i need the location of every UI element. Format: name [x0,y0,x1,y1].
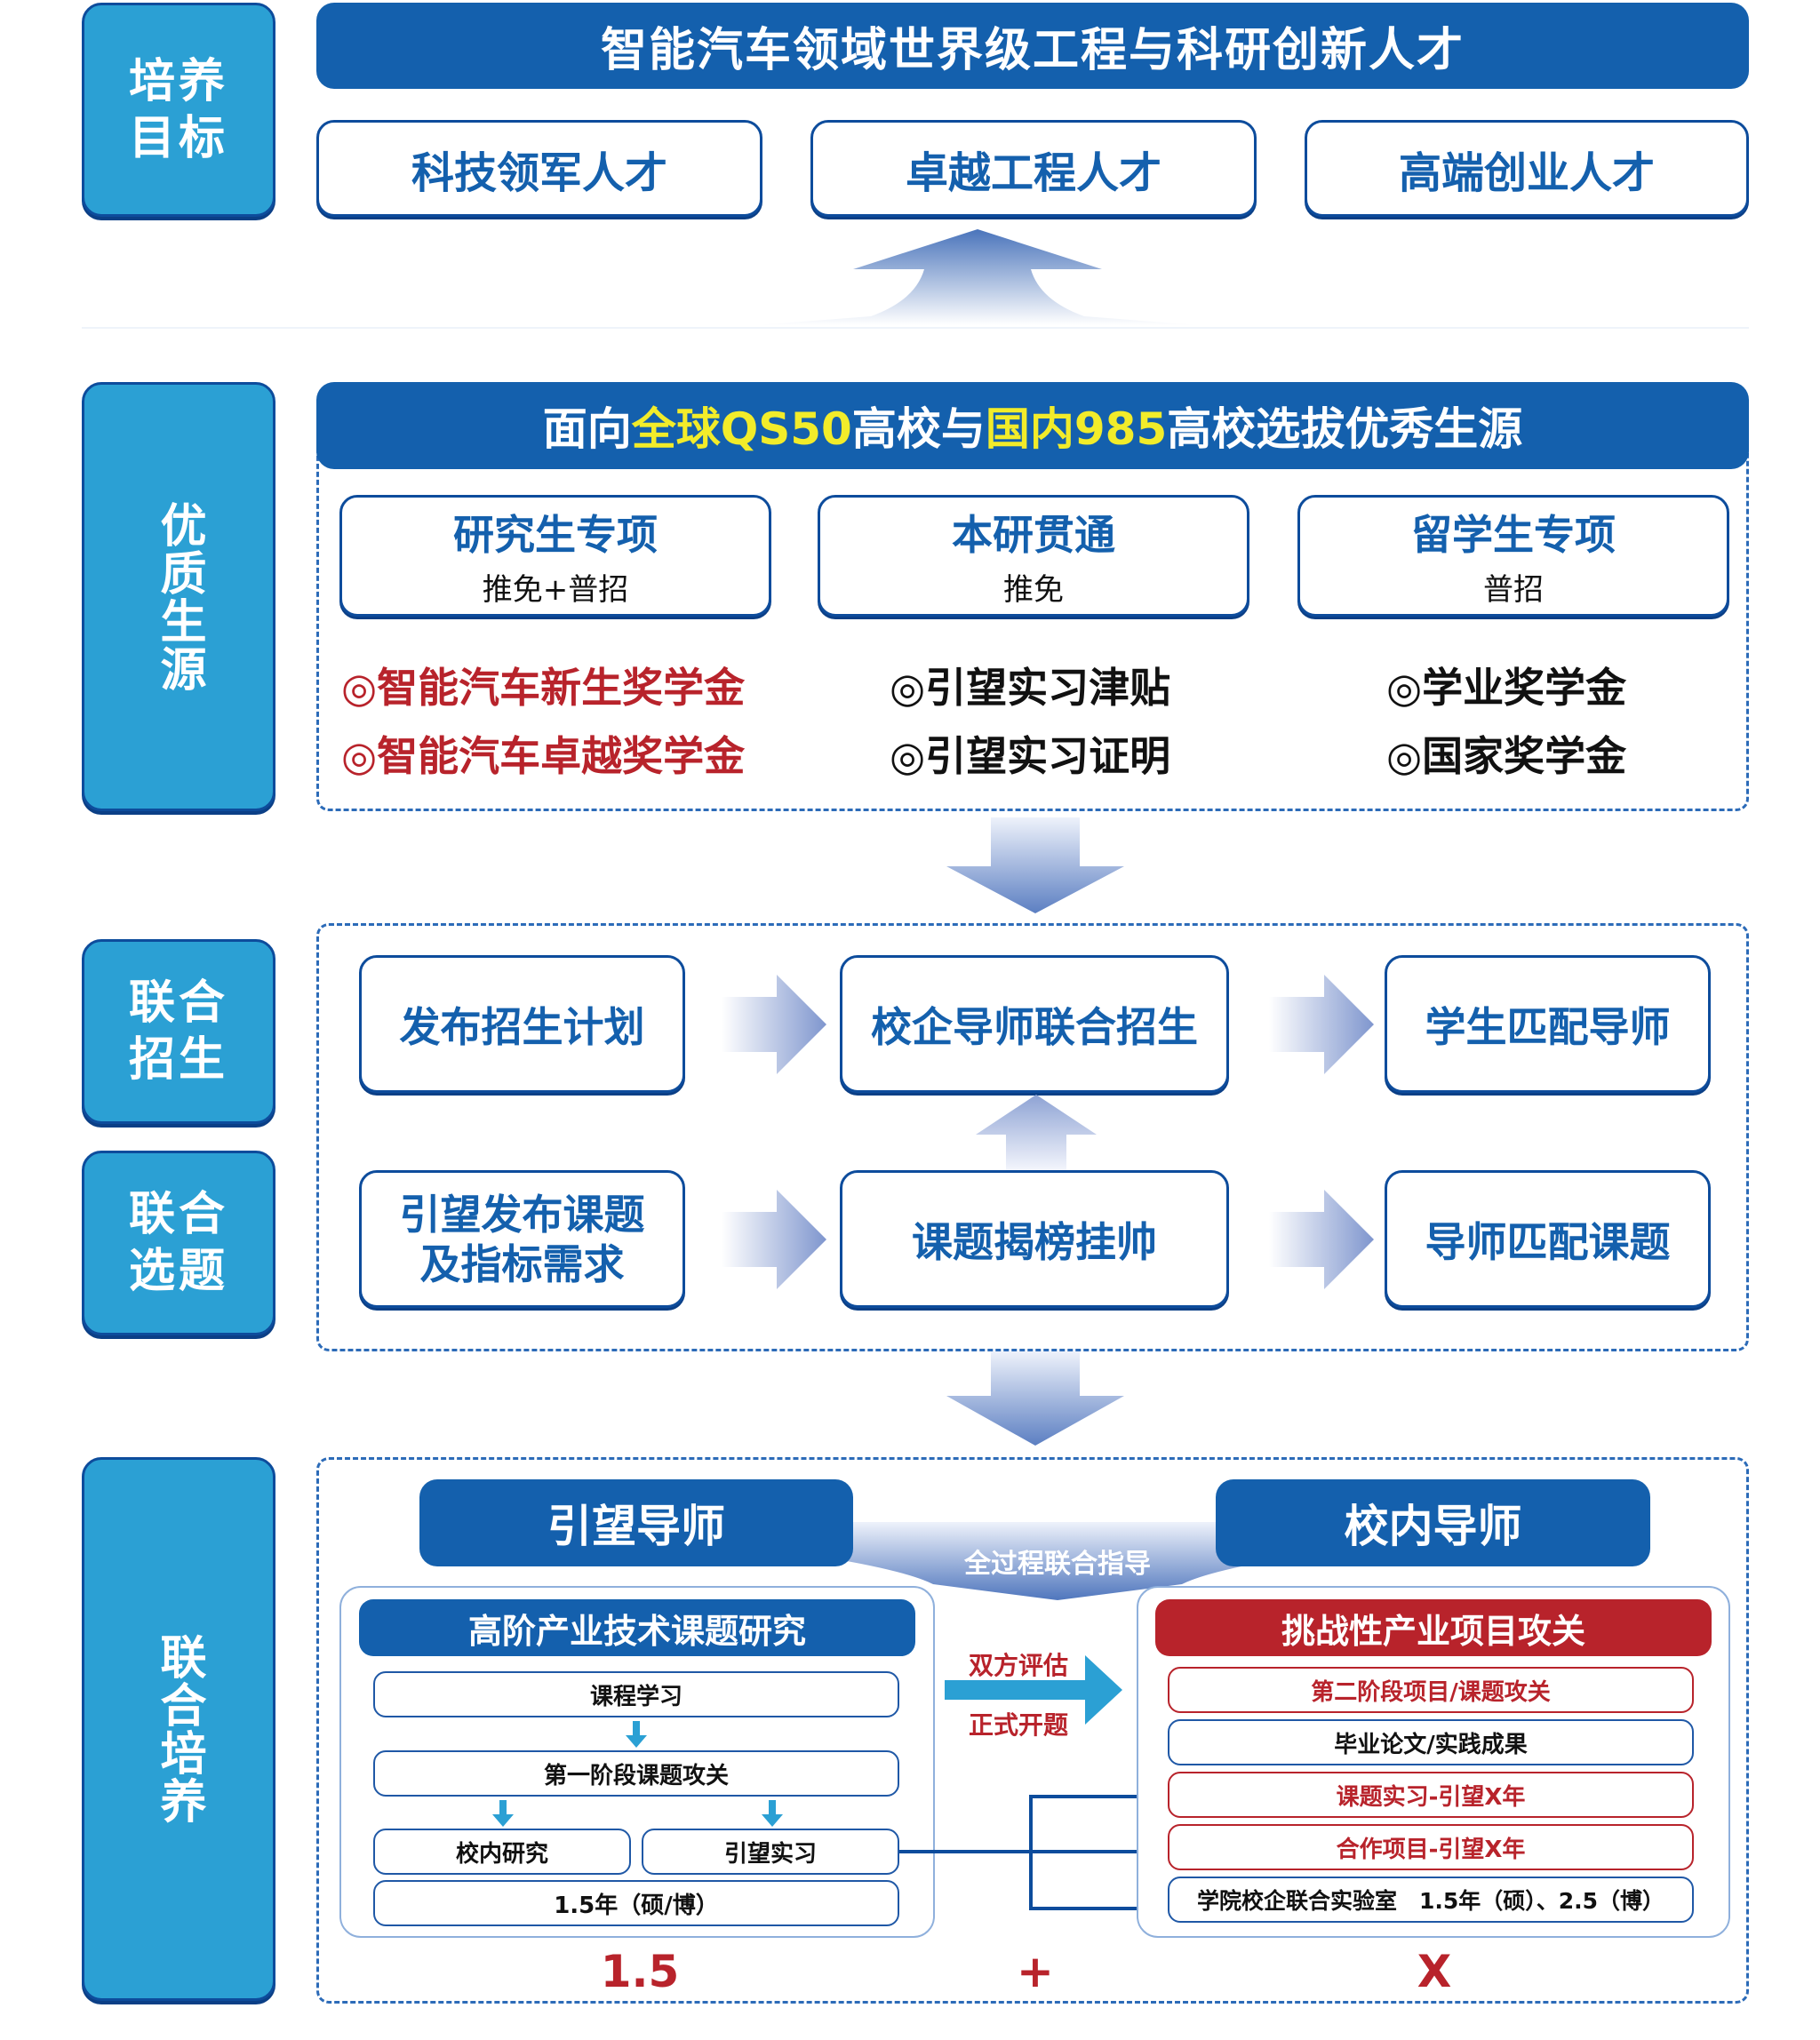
goal-banner: 智能汽车领域世界级工程与科研创新人才 [316,3,1749,89]
section-divider [82,327,1749,329]
industry-intern-box: 引望实习 [642,1829,899,1875]
course-box: 课程学习 [373,1671,899,1717]
banner-suffix: 高校选拔优秀生源 [1167,403,1523,455]
sidebar-label-text: 优质生源 [152,500,205,693]
banner-mid: 高校与 [851,403,986,455]
talent-box: 科技领军人才 [316,120,762,217]
training-container [316,1457,1749,2004]
right-arrow-icon [722,1190,826,1289]
project-card-title: 挑战性产业项目攻关 [1155,1599,1712,1656]
step-label: 课题揭榜挂帅 [912,1217,1157,1266]
scholarship-item: ◎国家奖学金 [1386,732,1627,780]
formula-right: X [1417,1946,1452,1997]
mentor-industry: 引望导师 [419,1479,853,1566]
program-card: 研究生专项 推免+普招 [339,495,771,617]
step-box: 导师匹配课题 [1385,1170,1711,1308]
right-arrow-icon [1269,975,1374,1074]
formula-left: 1.5 [600,1946,680,1997]
talent-box: 高端创业人才 [1305,120,1749,217]
step-label: 引望发布课题 [399,1190,645,1239]
sidebar-label-line: 选题 [128,1245,228,1298]
research-card-title: 高阶产业技术课题研究 [359,1599,915,1656]
connector-lines [899,1788,1173,1917]
thesis-box: 毕业论文/实践成果 [1168,1719,1694,1765]
down-arrow-icon [492,1800,514,1827]
sidebar-label-line: 联合 [128,976,228,1030]
right-arrow-icon [1269,1190,1374,1289]
scholarship-item: ◎引望实习证明 [890,732,1171,780]
sidebar-label-text: 联合培养 [152,1633,205,1825]
guidance-label: 全过程联合指导 [964,1549,1151,1580]
formula-op: + [1017,1946,1054,1997]
transition-top-label: 双方评估 [969,1651,1069,1680]
step-label: 校企导师联合招生 [871,1002,1198,1051]
mentor-label: 校内导师 [1344,1501,1522,1552]
right-arrow-icon [945,1655,1122,1725]
down-arrow-icon [946,817,1124,913]
stage2-box: 第二阶段项目/课题攻关 [1168,1667,1694,1713]
down-arrow-icon [626,1721,647,1748]
sidebar-label-source: 优质生源 [82,382,275,811]
step-box: 学生匹配导师 [1385,955,1711,1093]
joint-lab-box: 学院校企联合实验室 1.5年（硕）、2.5（博） [1168,1877,1694,1923]
scholarship-item: ◎智能汽车卓越奖学金 [341,732,746,780]
up-arrow-icon [976,1095,1097,1170]
transition-bottom-label: 正式开题 [969,1710,1069,1740]
talent-label: 卓越工程人才 [905,147,1161,198]
card-title-text: 高阶产业技术课题研究 [467,1611,806,1651]
step-box: 引望发布课题 及指标需求 [359,1170,685,1308]
program-card: 本研贯通 推免 [818,495,1249,617]
sidebar-label-recruit: 联合 招生 [82,939,275,1124]
talent-label: 高端创业人才 [1398,147,1655,198]
topic-intern-box: 课题实习-引望X年 [1168,1772,1694,1818]
step-box: 发布招生计划 [359,955,685,1093]
guidance-arrow-icon [826,1522,1289,1600]
program-title: 研究生专项 [453,511,658,559]
goal-banner-text: 智能汽车领域世界级工程与科研创新人才 [600,24,1465,77]
scholarship-item: ◎学业奖学金 [1386,664,1627,712]
talent-label: 科技领军人才 [411,147,667,198]
step-box: 课题揭榜挂帅 [840,1170,1229,1308]
program-sub: 普招 [1483,572,1544,608]
scholarship-item: ◎引望实习津贴 [890,664,1171,712]
sidebar-label-training: 联合培养 [82,1457,275,2001]
step-label: 导师匹配课题 [1425,1217,1671,1266]
talent-box: 卓越工程人才 [810,120,1257,217]
program-title: 本研贯通 [952,511,1115,559]
scholarship-item: ◎智能汽车新生奖学金 [341,664,746,712]
down-arrow-icon [762,1800,783,1827]
program-sub: 推免 [1003,572,1064,608]
joint-container [316,923,1749,1351]
step-label: 发布招生计划 [399,1002,645,1051]
step-label: 及指标需求 [419,1239,625,1288]
sidebar-label-line: 培养 [128,54,228,108]
banner-highlight-qs50: 全球QS50 [631,403,852,455]
mentor-campus: 校内导师 [1216,1479,1650,1566]
banner-highlight-985: 国内985 [985,403,1168,455]
sidebar-label-line: 目标 [128,111,228,165]
right-arrow-icon [722,975,826,1074]
up-arrow-icon [755,229,1200,325]
campus-research-box: 校内研究 [373,1829,631,1875]
card-title-text: 挑战性产业项目攻关 [1281,1611,1585,1651]
program-title: 留学生专项 [1411,511,1616,559]
stage1-box: 第一阶段课题攻关 [373,1750,899,1797]
banner-prefix: 面向 [542,403,632,455]
coop-project-box: 合作项目-引望X年 [1168,1824,1694,1870]
sidebar-label-topic: 联合 选题 [82,1151,275,1335]
sidebar-label-line: 联合 [128,1188,228,1241]
source-banner: 面向 全球QS50 高校与 国内985 高校选拔优秀生源 [316,382,1749,469]
step-box: 校企导师联合招生 [840,955,1229,1093]
step-label: 学生匹配导师 [1425,1002,1671,1051]
down-arrow-icon [946,1351,1124,1446]
sidebar-label-line: 招生 [128,1033,228,1087]
program-card: 留学生专项 普招 [1297,495,1729,617]
sidebar-label-goal: 培养 目标 [82,3,275,217]
duration-box: 1.5年（硕/博） [373,1880,899,1926]
program-sub: 推免+普招 [482,572,629,608]
mentor-label: 引望导师 [547,1501,725,1552]
